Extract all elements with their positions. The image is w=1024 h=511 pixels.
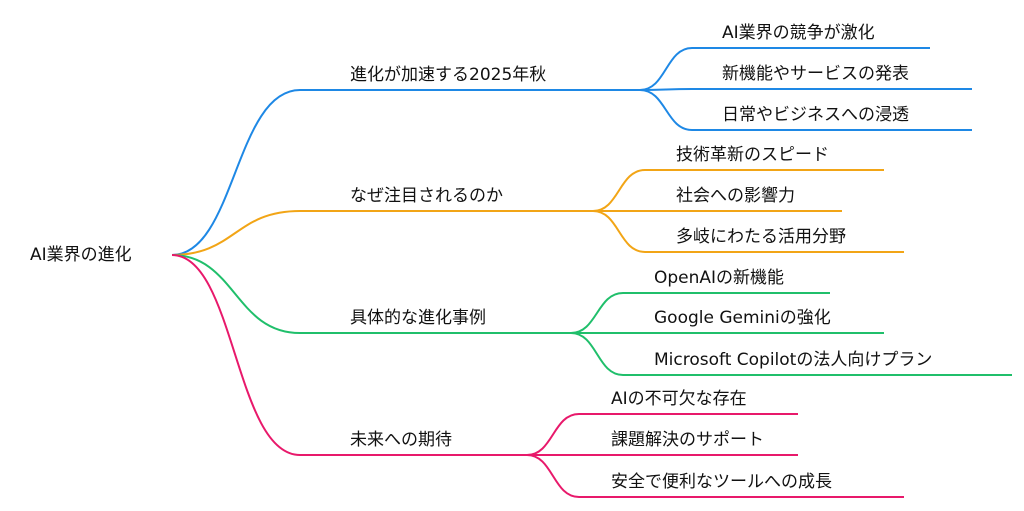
branch-3-child-connector-1 [570,292,830,334]
leaf-1-1: AI業界の競争が激化 [722,23,875,43]
branch-4-child-connector-1 [526,413,798,456]
branch-label-3: 具体的な進化事例 [350,308,486,328]
branch-3-child-connector-3 [570,332,1012,376]
leaf-4-3: 安全で便利なツールへの成長 [611,472,832,492]
branch-label-1: 進化が加速する2025年秋 [350,65,547,85]
leaf-3-2: Google Geminiの強化 [654,308,831,328]
root-node: AI業界の進化 [30,245,132,265]
leaf-1-2: 新機能やサービスの発表 [722,64,909,84]
branch-label-4: 未来への期待 [350,430,452,450]
leaf-2-2: 社会への影響力 [676,186,795,206]
leaf-4-2: 課題解決のサポート [611,430,764,450]
branch-4-child-connector-3 [526,454,904,498]
leaf-2-1: 技術革新のスピード [676,145,829,165]
leaf-2-3: 多岐にわたる活用分野 [676,227,846,247]
leaf-3-3: Microsoft Copilotの法人向けプラン [654,350,933,370]
branch-2-child-connector-3 [592,210,904,253]
leaf-1-3: 日常やビジネスへの浸透 [722,105,909,125]
leaf-3-1: OpenAIの新機能 [654,268,785,288]
root-connector-4 [171,254,301,456]
branch-1-child-connector-1 [639,47,930,91]
branch-label-2: なぜ注目されるのか [350,186,503,206]
root-connector-3 [171,254,301,334]
branch-1-child-connector-2 [639,88,972,91]
root-connector-2 [171,210,301,256]
leaf-4-1: AIの不可欠な存在 [611,389,747,409]
branch-1-child-connector-3 [639,89,972,131]
root-connector-1 [171,89,301,256]
branch-2-child-connector-1 [592,169,884,212]
